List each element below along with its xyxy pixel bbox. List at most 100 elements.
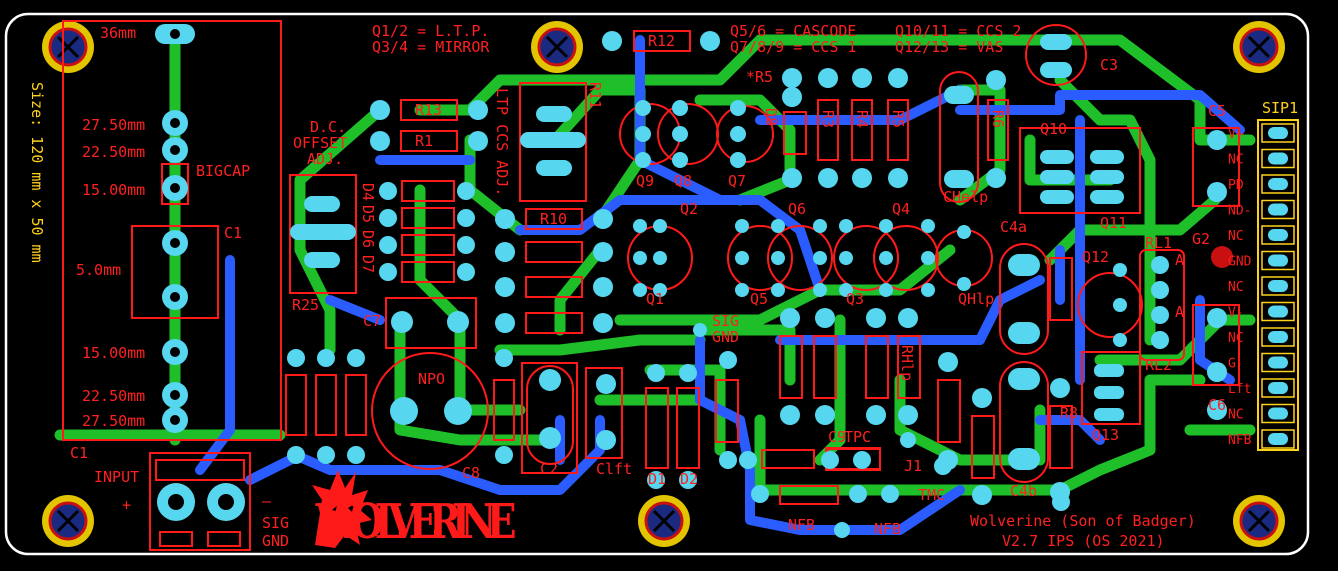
des-r4: R4 (853, 110, 871, 128)
des-rhlp: RHlp (898, 345, 916, 381)
sig-gnd-mid-2: GND (712, 328, 739, 346)
dc-offset-2: OFFSET (293, 134, 347, 152)
dim-5: 5.0mm (76, 261, 121, 279)
nfb-label-2: NFB (874, 520, 901, 538)
sip-pin-frame (1261, 174, 1295, 194)
des-d7: D7 (359, 255, 377, 273)
pads (287, 31, 1233, 538)
mount-hole-icon (1233, 495, 1285, 547)
sip-pin-frame (1261, 199, 1295, 220)
des-q4: Q4 (892, 200, 910, 218)
sig-gnd-left-1: SIG (262, 514, 289, 532)
des-r12: R12 (648, 32, 675, 50)
notes: Q1/2 = L.T.P. Q3/4 = MIRROR Q5/6 = CASCO… (372, 22, 1021, 56)
mount-hole-icon (531, 21, 583, 73)
board-outline (4, 12, 1310, 556)
note-ccs2: Q10/11 = CCS 2 (895, 22, 1021, 40)
des-q12: Q12 (1082, 248, 1109, 266)
a-label-1: A (1175, 251, 1184, 269)
note-ltp: Q1/2 = L.T.P. (372, 22, 489, 40)
sip-pin-frame (1261, 403, 1295, 424)
mounting-holes (42, 21, 1285, 547)
dc-offset-1: D.C. (310, 118, 346, 136)
sip-pin-frame (1261, 352, 1295, 373)
sip-pin-frame (1261, 327, 1295, 347)
sip-pin-label: NC (1228, 408, 1244, 423)
des-d4: D4 (359, 183, 377, 201)
bigcap-label: BIGCAP (196, 162, 250, 180)
silkscreen-outlines (285, 24, 1240, 505)
sig-gnd-left-2: GND (262, 532, 289, 550)
note-vas: Q12/13 = VAS (895, 38, 1003, 56)
des-q2: Q2 (680, 200, 698, 218)
sip-pin-label: GND (1228, 255, 1252, 270)
input-minus: – (262, 492, 272, 510)
des-c4b: C4b (1010, 482, 1037, 500)
des-c2: C2 (540, 460, 558, 478)
des-d5: D5 (359, 205, 377, 223)
sip-pin-pad (1268, 203, 1288, 216)
bigcap-area: 36mm 27.50mm 22.50mm 15.00mm 5.0mm 15.00… (62, 20, 282, 462)
dim-22-50: 22.50mm (82, 143, 145, 161)
rl2-label: RL2 (1145, 356, 1172, 374)
r5-star-label: *R5 (746, 68, 773, 86)
des-q3: Q3 (846, 290, 864, 308)
des-q5: Q5 (750, 290, 768, 308)
sip-pin-pad (1268, 382, 1288, 394)
des-r11: R11 (586, 82, 604, 109)
mount-hole-icon (638, 495, 690, 547)
sip-pin-pad (1268, 280, 1288, 292)
sip-pin-pad (1268, 178, 1288, 190)
mount-hole-icon (42, 21, 94, 73)
sip-pin-pad (1268, 433, 1288, 445)
sip-pin-frame (1261, 429, 1295, 449)
sig-gnd-mid-1: SIG (712, 312, 739, 330)
sip-pin-frame (1261, 225, 1295, 245)
sip-pin-label: NC (1228, 280, 1244, 295)
des-c6: C6 (1208, 396, 1226, 414)
note-mirror: Q3/4 = MIRROR (372, 38, 490, 56)
sip-pin-pad (1268, 229, 1288, 241)
des-q6: Q6 (788, 200, 806, 218)
des-qhlp: QHlp (958, 290, 994, 308)
des-c5: C5 (1208, 102, 1226, 120)
j1-label: J1 (904, 457, 922, 475)
des-clft: Clft (596, 460, 632, 478)
des-q11: Q11 (1100, 214, 1127, 232)
rl1-label: RL1 (1145, 234, 1172, 252)
des-c4a: C4a (1000, 218, 1027, 236)
des-r5: R5 (889, 110, 907, 128)
sip-pin-pad (1268, 254, 1288, 267)
des-q1: Q1 (646, 290, 664, 308)
mount-hole-icon (42, 495, 94, 547)
sip-name: SIP1 (1262, 99, 1298, 117)
des-r6: R6 (989, 110, 1007, 128)
des-r10: R10 (540, 210, 567, 228)
sip-pin-pad (1268, 152, 1288, 165)
dc-offset-3: ADJ. (307, 150, 343, 168)
dim-27-50b: 27.50mm (82, 412, 145, 430)
a-label-2: A (1175, 303, 1184, 321)
sip-pin-pad (1268, 331, 1288, 343)
sip-pin-label: NFB (1228, 433, 1252, 448)
wolverine-head-logo (312, 470, 372, 548)
sip-pin-pad (1268, 305, 1288, 318)
des-q13: Q13 (1092, 426, 1119, 444)
g2-label: G2 (1192, 230, 1210, 248)
des-q8: Q8 (674, 172, 692, 190)
des-c9: C9 (828, 428, 846, 446)
des-d6: D6 (359, 230, 377, 248)
des-q7: Q7 (728, 172, 746, 190)
des-d1: D1 (648, 470, 666, 488)
nfb-label-1: NFB (788, 516, 815, 534)
tmc-label: TMC (918, 486, 945, 504)
des-c7: C7 (363, 312, 381, 330)
dim-15: 15.00mm (82, 181, 145, 199)
sip-pin-label: ND- (1228, 204, 1251, 219)
sip-pin-label: G (1228, 357, 1236, 372)
board-size-label: Size: 120 mm x 50 mm (28, 82, 46, 263)
input-plus: + (122, 496, 131, 514)
des-r1: R1 (415, 132, 433, 150)
des-r8: R8 (1060, 404, 1078, 422)
